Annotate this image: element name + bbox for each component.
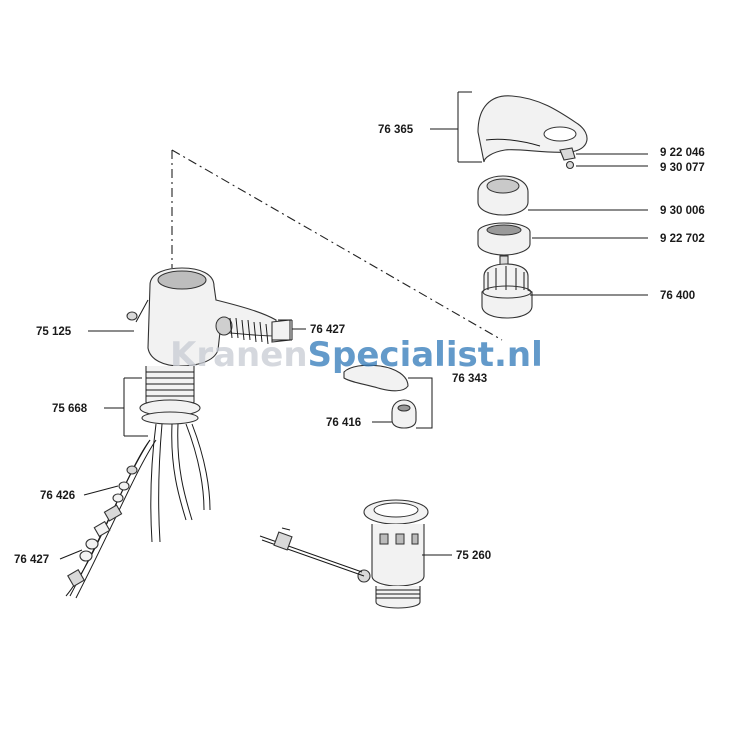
label-930077: 9 30 077 [660,162,705,174]
label-76426: 76 426 [40,490,75,502]
leader-lines [59,91,648,560]
label-76400: 76 400 [660,290,695,302]
part-cover-cap [477,175,529,216]
label-76416: 76 416 [326,417,361,429]
watermark: KranenSpecialist.nl [170,335,543,375]
label-922046: 9 22 046 [660,147,705,159]
part-threaded-shank [139,366,201,425]
label-922702: 9 22 702 [660,233,705,245]
part-screw-grub [565,160,575,170]
part-screw-small [559,147,576,161]
part-hose-nut [67,538,99,587]
part-lever-insert [343,364,409,392]
assembly-axis-line [171,149,503,341]
label-75125: 75 125 [36,326,72,338]
watermark-suffix: .nl [494,335,543,375]
part-cartridge [481,255,533,319]
label-930006: 9 30 006 [660,205,705,217]
label-75668: 75 668 [52,403,88,415]
label-76343: 76 343 [452,373,487,385]
label-76427-upper: 76 427 [310,324,345,336]
watermark-text: KranenSpecialist.nl [170,335,543,375]
part-labels: 76 365 9 22 046 9 30 077 9 30 006 9 22 7… [14,124,705,566]
watermark-brand-right: Specialist [308,335,494,375]
part-pop-up-waste [357,499,429,609]
part-nut [391,399,417,429]
label-76365: 76 365 [378,124,414,136]
part-hose-fittings [93,465,138,538]
part-lever-handle [477,95,588,163]
part-supply-hoses [65,423,211,599]
part-pull-rod [259,527,365,577]
label-75260: 75 260 [456,550,491,562]
part-threaded-ring [477,222,531,256]
watermark-brand-left: Kranen [170,335,308,375]
label-76427-lower: 76 427 [14,554,49,566]
